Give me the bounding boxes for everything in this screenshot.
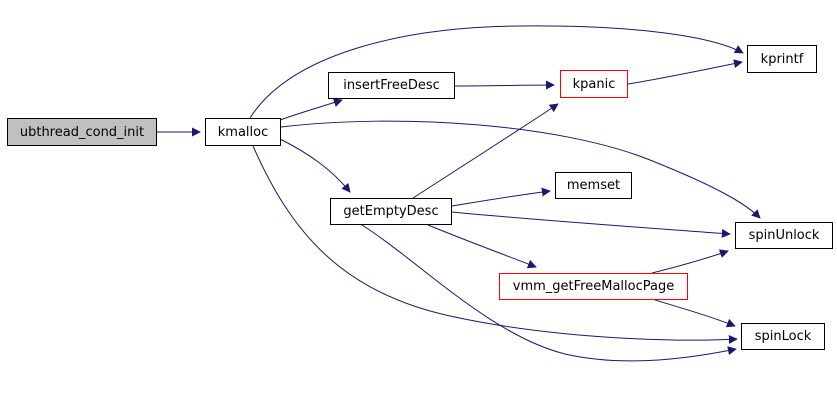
edge-kmalloc-to-getEmptyDesc	[279, 138, 351, 193]
edge-kmalloc-to-kprintf	[249, 25, 744, 119]
node-label: memset	[566, 178, 621, 193]
edge-getEmptyDesc-to-vmm_getFreeMallocPage	[427, 224, 537, 269]
node-label: insertFreeDesc	[343, 78, 440, 93]
node-label: kmalloc	[217, 124, 269, 140]
node-label: kpanic	[572, 76, 616, 92]
edge-getEmptyDesc-to-kpanic	[412, 103, 559, 199]
node-label: spinUnlock	[748, 228, 820, 243]
node-getEmptyDesc[interactable]: getEmptyDesc	[330, 198, 452, 225]
node-label: ubthread_cond_init	[19, 124, 145, 140]
node-label: spinLock	[754, 329, 812, 344]
node-label: kprintf	[760, 51, 804, 67]
node-ubthread_cond_init: ubthread_cond_init	[7, 118, 157, 146]
edge-kmalloc-to-spinUnlock	[280, 120, 761, 219]
edge-getEmptyDesc-to-spinUnlock	[451, 211, 731, 238]
node-label: vmm_getFreeMallocPage	[512, 279, 675, 294]
node-memset[interactable]: memset	[555, 172, 632, 199]
node-kmalloc[interactable]: kmalloc	[205, 118, 281, 146]
edge-vmm_getFreeMallocPage-to-spinUnlock	[651, 249, 729, 274]
node-spinLock[interactable]: spinLock	[741, 323, 825, 350]
edge-insertFreeDesc-to-kpanic	[454, 80, 555, 90]
node-label: getEmptyDesc	[343, 204, 439, 219]
node-insertFreeDesc[interactable]: insertFreeDesc	[328, 72, 455, 99]
edge-kmalloc-to-insertFreeDesc	[279, 98, 343, 121]
edge-kmalloc-to-spinLock	[252, 145, 738, 344]
node-vmm_getFreeMallocPage[interactable]: vmm_getFreeMallocPage	[499, 273, 688, 300]
node-spinUnlock[interactable]: spinUnlock	[735, 222, 833, 249]
edge-getEmptyDesc-to-memset	[451, 187, 551, 207]
edge-getEmptyDesc-to-spinLock	[361, 224, 737, 362]
node-kprintf[interactable]: kprintf	[747, 45, 817, 73]
edge-vmm_getFreeMallocPage-to-spinLock	[654, 299, 736, 328]
edge-kpanic-to-kprintf	[627, 59, 743, 85]
node-kpanic[interactable]: kpanic	[560, 70, 628, 98]
